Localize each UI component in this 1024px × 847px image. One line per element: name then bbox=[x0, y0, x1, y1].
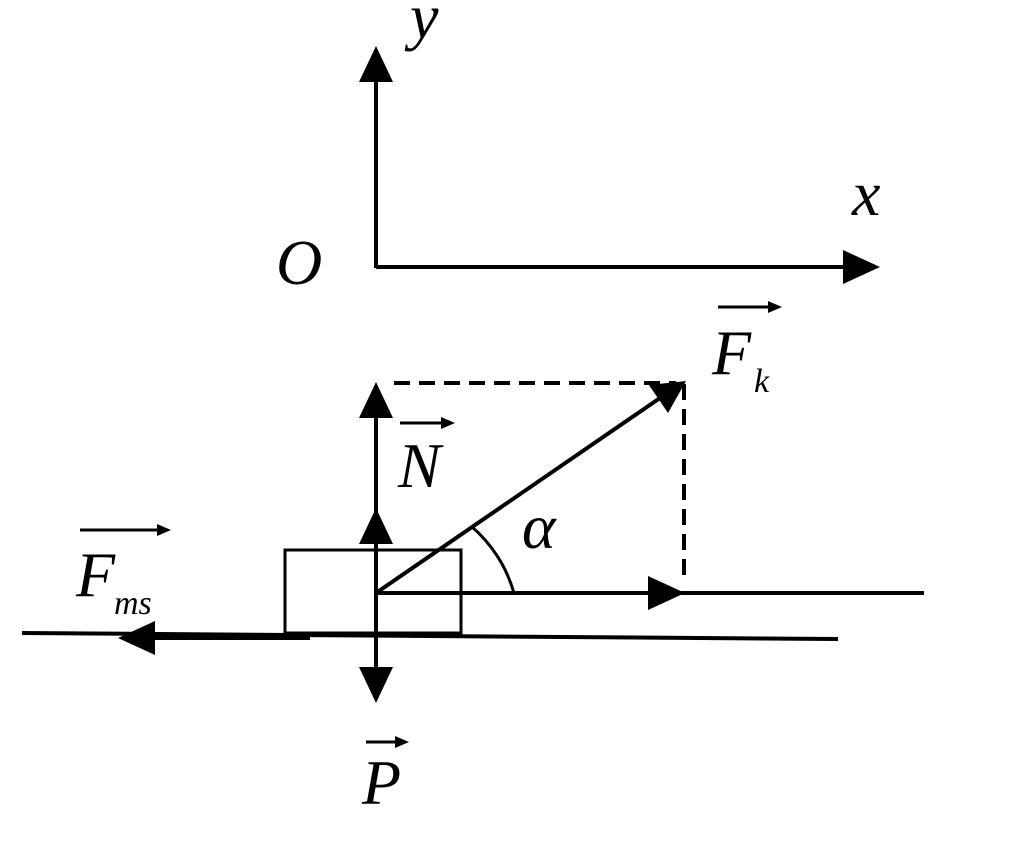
friction-force-subscript: ms bbox=[114, 585, 152, 622]
normal-force-arrowhead bbox=[359, 382, 393, 418]
projection-dashes bbox=[394, 381, 686, 582]
ground-line bbox=[21, 631, 839, 641]
angle-label: α bbox=[522, 491, 557, 562]
friction-force-vector-tip bbox=[157, 524, 171, 536]
applied-force-symbol: F bbox=[711, 317, 752, 388]
applied-force-vector-tip bbox=[768, 301, 782, 313]
origin-label: O bbox=[276, 227, 322, 298]
horizontal-component bbox=[376, 576, 685, 610]
normal-force-vector-tip bbox=[441, 417, 455, 429]
weight-force-arrowhead bbox=[359, 667, 393, 703]
horizontal-component-arrowhead bbox=[648, 576, 685, 610]
x-axis-label: x bbox=[851, 158, 880, 229]
x-axis-arrowhead bbox=[843, 250, 880, 284]
weight-force: P bbox=[359, 593, 409, 818]
y-axis-arrowhead bbox=[359, 46, 393, 82]
angle-marker: α bbox=[470, 491, 557, 594]
weight-force-vector-tip bbox=[395, 736, 409, 748]
vertical-component-arrowhead bbox=[359, 508, 393, 544]
angle-arc bbox=[470, 524, 516, 594]
normal-force: N bbox=[359, 382, 455, 593]
applied-force-subscript: k bbox=[754, 363, 770, 400]
normal-force-symbol: N bbox=[397, 430, 444, 501]
friction-force-arrowhead bbox=[118, 621, 155, 655]
coordinate-axes: y x O bbox=[276, 0, 880, 298]
friction-force: F ms bbox=[75, 524, 310, 655]
applied-force-line bbox=[374, 396, 662, 595]
applied-force: F k bbox=[374, 301, 782, 595]
ground bbox=[21, 591, 924, 641]
applied-force-arrowhead bbox=[649, 381, 686, 413]
weight-force-symbol: P bbox=[361, 747, 401, 818]
friction-force-symbol: F bbox=[75, 539, 116, 610]
y-axis-label: y bbox=[404, 0, 439, 52]
